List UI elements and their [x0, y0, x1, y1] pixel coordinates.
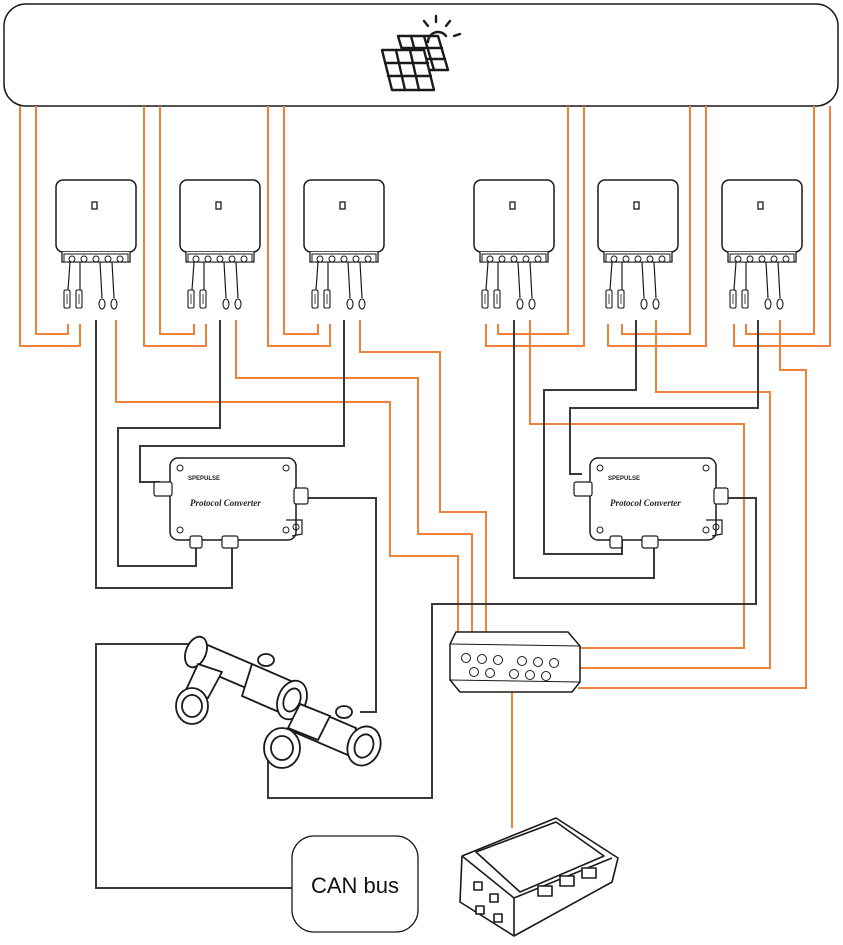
protocol-converter-right: SPEPULSE Protocol Converter: [573, 457, 729, 549]
micro-inverter-6: [721, 179, 803, 310]
micro-inverter-2: [179, 179, 261, 310]
micro-inverter-5: [597, 179, 679, 310]
t-connector-icon: [175, 635, 382, 769]
converter-brand: SPEPULSE: [608, 476, 640, 482]
converter-brand: SPEPULSE: [188, 476, 220, 482]
converter-title: Protocol Converter: [190, 498, 261, 508]
can-bus-box: [291, 835, 419, 933]
micro-inverter-3: [303, 179, 385, 310]
battery-box-icon: [459, 817, 619, 937]
micro-inverter-4: [473, 179, 555, 310]
protocol-converter-left: SPEPULSE Protocol Converter: [153, 457, 309, 549]
solar-panel-sun-icon: [380, 14, 462, 92]
can-bus-label: CAN bus: [311, 873, 399, 898]
converter-title: Protocol Converter: [610, 498, 681, 508]
black-wires: [95, 320, 759, 889]
orange-wires: [19, 106, 831, 828]
junction-box-icon: [449, 631, 581, 693]
micro-inverter-1: [55, 179, 137, 310]
